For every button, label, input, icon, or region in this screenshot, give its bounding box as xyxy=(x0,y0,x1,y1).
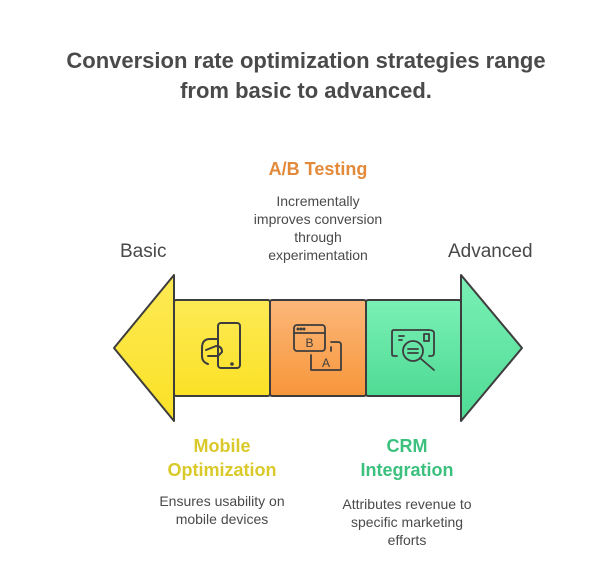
document-search-icon xyxy=(391,329,435,371)
crm-integration-segment xyxy=(365,299,462,397)
ab-icon-letter-b: B xyxy=(305,336,313,350)
title-line-1: Conversion rate optimization strategies … xyxy=(66,48,546,73)
basic-label: Basic xyxy=(120,241,167,262)
right-arrow-head xyxy=(460,274,523,422)
ab-testing-segment xyxy=(269,299,367,397)
hand-phone-icon xyxy=(201,322,241,369)
mobile-optimization-description: Ensures usability on mobile devices xyxy=(159,493,285,527)
crm-integration-heading: CRM Integration xyxy=(360,436,454,480)
ab-testing-heading: A/B Testing xyxy=(268,159,368,179)
ab-test-icon xyxy=(293,324,342,371)
diagram-title: Conversion rate optimization strategies … xyxy=(0,46,612,106)
advanced-label: Advanced xyxy=(448,241,533,262)
crm-integration-description: Attributes revenue to specific marketing… xyxy=(342,496,472,548)
ab-icon-letter-a: A xyxy=(322,356,330,370)
title-line-2: from basic to advanced. xyxy=(180,78,432,103)
mobile-optimization-heading: Mobile Optimization xyxy=(167,436,277,480)
ab-testing-description: Incrementally improves conversion throug… xyxy=(253,193,383,263)
left-arrow-head xyxy=(113,274,175,422)
